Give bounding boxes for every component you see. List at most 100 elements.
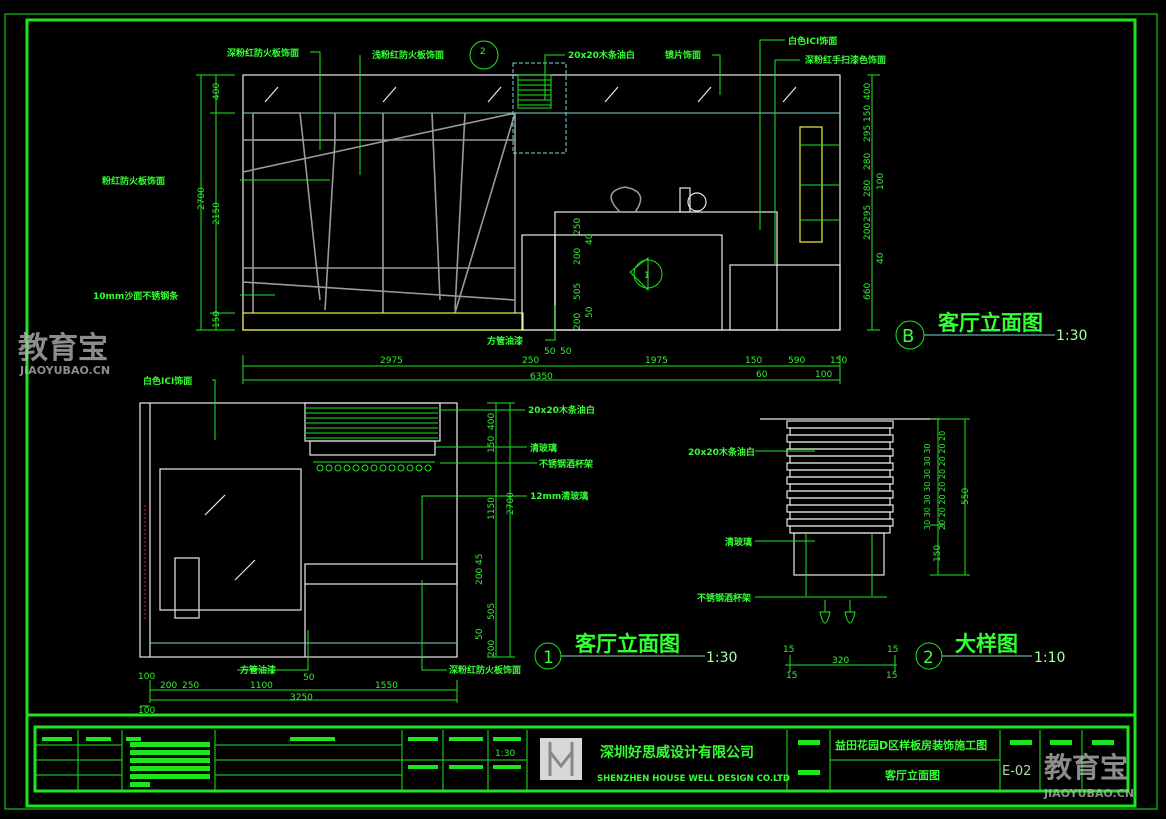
pink-panels bbox=[242, 112, 516, 314]
dim-bottom-4: 1975 bbox=[645, 356, 668, 366]
dim-right-8: 660 bbox=[863, 283, 873, 300]
dim-desk-5: 200 bbox=[573, 313, 583, 330]
elevation-b-title: 客厅立面图 bbox=[938, 311, 1043, 335]
dim-bottom-5: 150 bbox=[745, 356, 762, 366]
dim-total-height: 2700 bbox=[197, 187, 207, 210]
wood-strip-box bbox=[512, 62, 567, 154]
dim-right-1: 150 bbox=[487, 436, 497, 453]
wood-slat-back bbox=[789, 427, 891, 436]
dim-bottom-2: 50 bbox=[544, 347, 556, 357]
dim-w1: 15 bbox=[783, 645, 794, 655]
label-wood-strip: 20x20木条油白 bbox=[568, 49, 635, 61]
dim-bottom-2: 250 bbox=[182, 681, 199, 691]
wine-glass bbox=[334, 464, 342, 472]
wine-glass bbox=[316, 464, 324, 472]
label-wine-rack: 不锈钢酒杯架 bbox=[697, 592, 751, 604]
wood-slat-back bbox=[789, 511, 891, 520]
wine-glass bbox=[379, 464, 387, 472]
dim-60: 60 bbox=[756, 370, 768, 380]
dim-bottom-0: 2975 bbox=[380, 356, 403, 366]
label-light-pink-fireboard: 浅粉红防火板饰面 bbox=[372, 49, 444, 61]
elevation-b-scale: 1:30 bbox=[1056, 328, 1087, 344]
section-marker-label: 1 bbox=[644, 271, 650, 281]
watermark-url-right: JIAOYUBAO.CN bbox=[1043, 787, 1134, 800]
wood-slat-back bbox=[789, 469, 891, 478]
elevation-1-scale: 1:30 bbox=[706, 650, 737, 666]
elevation-1-title: 客厅立面图 bbox=[575, 632, 680, 656]
wood-slat bbox=[786, 448, 894, 457]
wood-slat-back bbox=[789, 455, 891, 464]
dim-right-7: 40 bbox=[876, 252, 886, 264]
wine-glass bbox=[388, 464, 396, 472]
title-marker: 1 bbox=[543, 648, 554, 668]
dim-bottom: 150 bbox=[212, 311, 222, 328]
detail-2-title: 大样图 bbox=[955, 632, 1018, 656]
dim-bottom-4: 50 bbox=[303, 673, 315, 683]
dim-w3: 15 bbox=[887, 645, 898, 655]
wine-glass bbox=[352, 464, 360, 472]
label-dark-pink-fireboard: 深粉红防火板饰面 bbox=[449, 664, 521, 676]
dim-desk-3: 505 bbox=[573, 283, 583, 300]
dim-right-4: 200 bbox=[475, 568, 485, 585]
label-dark-pink-paint: 深粉红手扫漆色饰面 bbox=[805, 54, 886, 66]
wood-slat bbox=[786, 518, 894, 527]
title-block-scale: 1:30 bbox=[495, 749, 515, 759]
dim-right-1: 150 bbox=[863, 105, 873, 122]
mirror-marks bbox=[264, 86, 797, 103]
detail-marker-circle bbox=[469, 40, 499, 70]
label-wood-strip: 20x20木条油白 bbox=[528, 404, 595, 416]
dim-right-3: 280 bbox=[863, 153, 873, 170]
dim-right-7: 200 bbox=[487, 640, 497, 657]
dim-right-9: 100 bbox=[876, 173, 886, 190]
base-strip bbox=[242, 312, 524, 331]
dim-right-6: 200 bbox=[863, 223, 873, 240]
dim-bottom-1: 250 bbox=[522, 356, 539, 366]
label-dark-pink-fireboard: 深粉红防火板饰面 bbox=[227, 47, 299, 59]
dim-right-5: 505 bbox=[487, 603, 497, 620]
title-marker: B bbox=[902, 326, 914, 347]
wine-glass bbox=[361, 464, 369, 472]
watermark-logo-right: 教育宝 bbox=[1044, 751, 1128, 784]
dim-w2: 320 bbox=[832, 656, 849, 666]
dim-right-3: 45 bbox=[475, 554, 485, 565]
company-logo bbox=[540, 738, 582, 780]
wine-glass bbox=[370, 464, 378, 472]
wood-slats bbox=[786, 420, 894, 534]
dim-desk-0: 250 bbox=[573, 218, 583, 235]
project-name: 益田花园D区样板房装饰施工图 bbox=[835, 738, 987, 752]
label-wine-rack: 不锈钢酒杯架 bbox=[539, 458, 593, 470]
dim-lower: 150 bbox=[933, 545, 943, 562]
cabinet bbox=[174, 557, 200, 619]
dim-stack-b: 20 20 20 20 20 20 20 20 bbox=[938, 431, 947, 530]
mirror-panel bbox=[159, 468, 302, 611]
label-mirror: 镜片饰面 bbox=[665, 49, 701, 61]
wood-slat bbox=[786, 476, 894, 485]
dim-mid: 2150 bbox=[212, 202, 222, 225]
wood-slat-back bbox=[789, 441, 891, 450]
label-square-tube: 方管油漆 bbox=[487, 335, 523, 347]
elevation-1: 白色ICI饰面 20x20木条油白 清玻璃 不锈钢酒杯架 12mm清玻璃 方管油… bbox=[138, 375, 737, 716]
dim-bottom-5: 1550 bbox=[375, 681, 398, 691]
title-block-fields bbox=[42, 737, 1114, 787]
wood-slat bbox=[786, 434, 894, 443]
dim-total-width: 3250 bbox=[290, 693, 313, 703]
wood-slat-back bbox=[789, 497, 891, 506]
label-pink-fireboard: 粉红防火板饰面 bbox=[102, 175, 165, 187]
wood-slat bbox=[786, 420, 894, 429]
wine-glass bbox=[424, 464, 432, 472]
label-glass-12mm: 12mm清玻璃 bbox=[530, 490, 588, 502]
detail-marker-label: 2 bbox=[480, 47, 486, 57]
dim-bottom-7: 150 bbox=[830, 356, 847, 366]
wine-glass bbox=[325, 464, 333, 472]
wine-glasses bbox=[316, 464, 432, 472]
dim-wb1: 15 bbox=[786, 671, 797, 681]
detail-2: 20x20木条油白 清玻璃 不锈钢酒杯架 550 150 30 30 30 30… bbox=[688, 418, 1065, 681]
label-clear-glass: 清玻璃 bbox=[725, 536, 752, 548]
desk bbox=[521, 186, 841, 331]
label-white-ici: 白色ICI饰面 bbox=[788, 35, 837, 47]
elevation-b: 1 2 深粉红防火板饰面 浅粉红防火板饰面 20x20木条油白 镜片饰面 白色I… bbox=[93, 35, 1087, 384]
drawing-name: 客厅立面图 bbox=[884, 768, 940, 782]
